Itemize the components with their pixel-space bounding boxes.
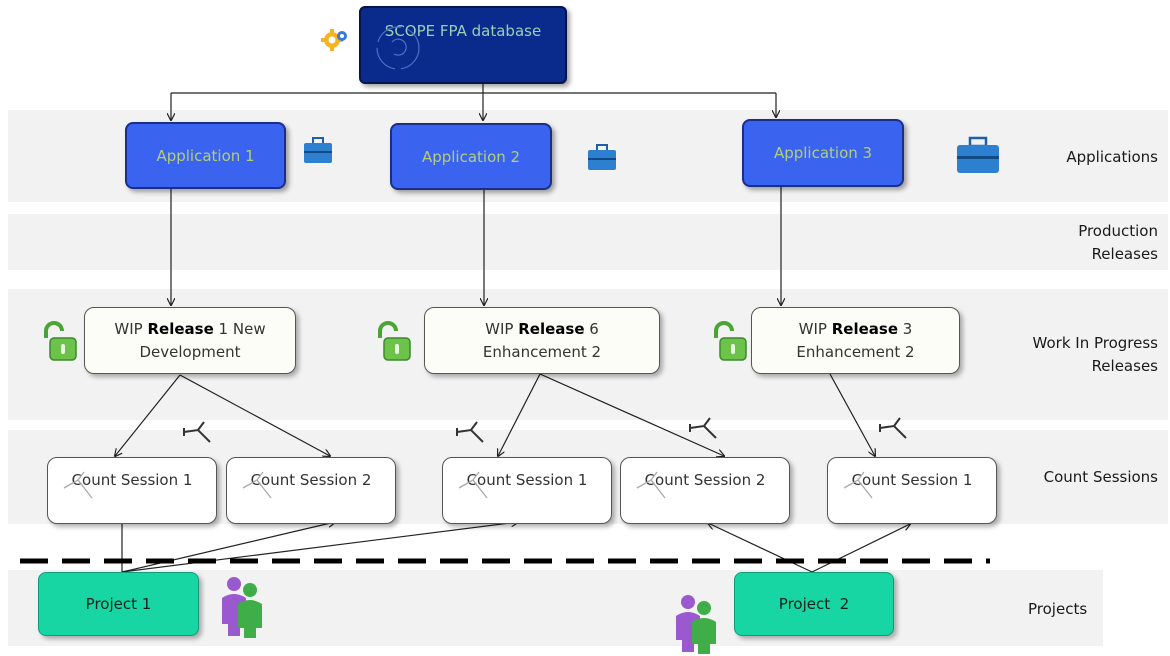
count-session-node[interactable]: Count Session 2 [226, 457, 396, 524]
compass-watermark-icon [242, 471, 272, 499]
count-session-node[interactable]: Count Session 1 [442, 457, 612, 524]
wip-release-3-line2: Enhancement 2 [796, 342, 915, 361]
count-session-label: Count Session 2 [250, 471, 372, 489]
unlocked-padlock-icon [378, 321, 411, 361]
application-3-node[interactable]: Application 3 [742, 119, 904, 187]
wip-release-word: Release [518, 319, 585, 338]
compass-icon [879, 417, 907, 439]
project-1-label: Project 1 [85, 595, 152, 613]
application-3-label: Application 3 [773, 144, 873, 162]
compass-watermark-icon [843, 471, 873, 499]
database-label: SCOPE FPA database [384, 22, 542, 40]
project-2-label: Project 2 [778, 595, 850, 613]
wip-release-3-node[interactable]: WIP Release 3 Enhancement 2 [751, 307, 960, 374]
briefcase-icon [304, 137, 332, 163]
wip-release-word: Release [147, 319, 214, 338]
count-session-label: Count Session 2 [644, 471, 766, 489]
wip-release-number: 1 [218, 319, 229, 338]
project-2-node[interactable]: Project 2 [734, 572, 894, 636]
count-session-label: Count Session 1 [71, 471, 193, 489]
compass-icon [456, 421, 484, 443]
wip-release-6-line2: Enhancement 2 [482, 342, 602, 361]
lane-label-line: Work In Progress [1032, 334, 1158, 352]
wip-prefix: WIP [485, 319, 514, 338]
count-session-label: Count Session 1 [466, 471, 588, 489]
count-session-label: Count Session 1 [851, 471, 973, 489]
application-1-label: Application 1 [156, 146, 255, 165]
wip-release-word: Release [831, 319, 899, 338]
briefcase-icon [957, 136, 999, 173]
compass-watermark-icon [63, 471, 93, 499]
count-session-node[interactable]: Count Session 2 [620, 457, 790, 524]
lane-label-line: Releases [1091, 357, 1158, 375]
lane-label-line: Releases [1091, 245, 1158, 263]
database-watermark-icon [376, 26, 420, 70]
lane-band-production-releases [8, 214, 1168, 270]
project-1-node[interactable]: Project 1 [38, 572, 199, 636]
wip-prefix: WIP [114, 319, 143, 338]
compass-watermark-icon [458, 471, 488, 499]
lane-label-wip-releases: Work In Progress Releases [1033, 332, 1158, 378]
compass-watermark-icon [636, 471, 666, 499]
unlocked-padlock-icon [44, 321, 77, 361]
count-session-node[interactable]: Count Session 1 [47, 457, 217, 524]
wip-release-1-line2: Development [139, 342, 241, 361]
wip-prefix: WIP [798, 319, 827, 338]
application-2-label: Application 2 [421, 147, 521, 166]
lane-label-applications: Applications [1066, 148, 1158, 166]
wip-release-number: 3 [902, 319, 913, 338]
wip-release-6-node[interactable]: WIP Release 6 Enhancement 2 [424, 307, 660, 374]
people-icon [676, 595, 716, 654]
compass-icon [689, 417, 717, 439]
wip-release-6-line1: WIP Release 6 [485, 318, 599, 341]
briefcase-icon [588, 144, 616, 170]
people-icon [222, 577, 262, 638]
lane-label-projects: Projects [1028, 600, 1088, 618]
lane-label-line: Production [1078, 222, 1158, 240]
wip-release-3-line1: WIP Release 3 [799, 318, 913, 341]
wip-release-1-line1: WIP Release 1 New [114, 318, 265, 341]
count-session-node[interactable]: Count Session 1 [827, 457, 997, 524]
database-node[interactable]: SCOPE FPA database [359, 6, 567, 84]
gear-icon [321, 29, 347, 51]
wip-release-1-node[interactable]: WIP Release 1 New Development [84, 307, 296, 374]
application-2-node[interactable]: Application 2 [390, 123, 552, 190]
lane-label-production-releases: Production Releases [1078, 220, 1158, 266]
wip-release-number: 6 [589, 319, 599, 338]
compass-icon [183, 421, 211, 443]
unlocked-padlock-icon [714, 321, 747, 361]
wip-line1-suffix: New [232, 319, 266, 338]
lane-label-count-sessions: Count Sessions [1043, 468, 1158, 486]
application-1-node[interactable]: Application 1 [125, 122, 286, 189]
